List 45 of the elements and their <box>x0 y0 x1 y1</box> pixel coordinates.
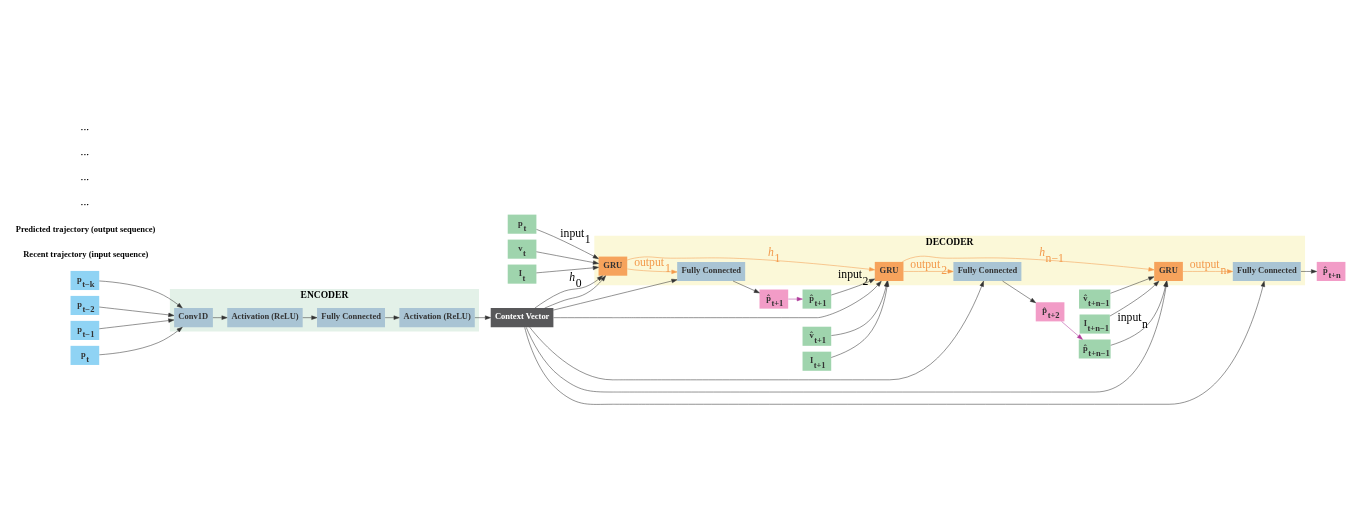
arrow <box>1300 268 1317 274</box>
arrow <box>535 251 599 265</box>
arrow <box>302 315 317 320</box>
arrow <box>552 280 882 318</box>
arrow <box>534 275 603 308</box>
arrow <box>384 315 400 320</box>
arrow <box>1109 280 1159 316</box>
node-box: Fully Connected <box>676 261 745 281</box>
node-box: Context Vector <box>490 307 553 327</box>
node-box: GRU <box>598 256 627 276</box>
arrow <box>626 268 677 274</box>
arrow <box>1001 280 1036 303</box>
arrow <box>98 317 174 329</box>
node-box: GRU <box>874 261 903 281</box>
label: ··· <box>80 123 89 134</box>
label: ··· <box>80 198 89 209</box>
node-box: Fully Connected <box>316 307 385 327</box>
node-box: Activation (ReLU) <box>398 307 475 327</box>
arrow <box>535 265 599 273</box>
node-box: Fully Connected <box>1232 261 1301 281</box>
arrow <box>901 255 1154 271</box>
arrow <box>535 228 599 259</box>
arrow <box>98 306 174 317</box>
node-box: Conv1D <box>173 307 213 327</box>
node-box: Activation (ReLU) <box>226 307 303 327</box>
label: Predicted trajectory (output sequence) <box>15 223 155 234</box>
arrow <box>1182 268 1233 274</box>
arrow <box>732 280 760 293</box>
arrow <box>626 256 875 271</box>
arrow <box>830 278 875 295</box>
arrow <box>1060 320 1083 340</box>
arrow <box>98 326 183 355</box>
arrow <box>787 296 803 301</box>
label: ··· <box>80 148 89 159</box>
arrow <box>212 315 227 320</box>
node-box: Fully Connected <box>952 261 1021 281</box>
label: Recent trajectory (input sequence) <box>22 248 148 259</box>
label: ··· <box>80 173 89 184</box>
arrow <box>1109 276 1154 294</box>
arrow <box>543 275 606 308</box>
node-box: GRU <box>1153 261 1183 281</box>
arrow <box>474 315 491 320</box>
arrow <box>552 278 677 310</box>
arrow <box>902 268 953 274</box>
arrow <box>98 280 183 308</box>
